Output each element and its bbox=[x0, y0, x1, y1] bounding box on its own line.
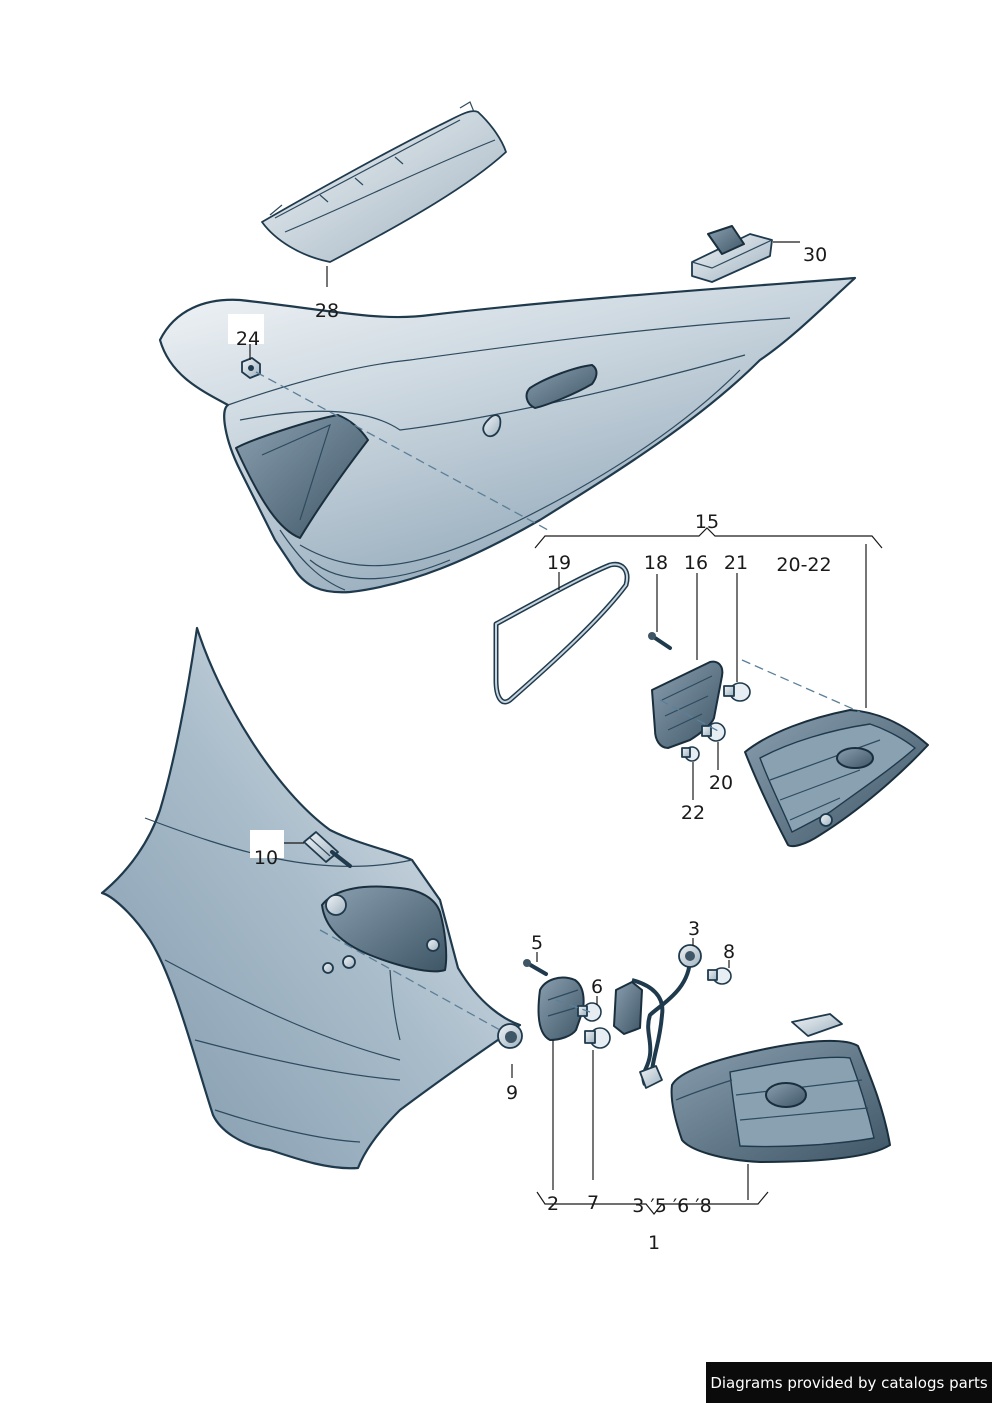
part-24-nut bbox=[241, 357, 261, 379]
callout-7: 7 bbox=[587, 1192, 599, 1214]
callout-1: 1 bbox=[648, 1232, 660, 1254]
part-10-plug bbox=[303, 831, 352, 868]
trunk-lid bbox=[158, 276, 857, 594]
bulb-20 bbox=[701, 722, 726, 742]
part-19-gasket bbox=[493, 561, 630, 705]
rear-quarter-panel bbox=[100, 626, 522, 1170]
part-18-screw bbox=[648, 632, 672, 650]
callout-22: 22 bbox=[681, 802, 705, 824]
callout-3-5-6-8: 3 ′5 ′6 ′8 bbox=[632, 1195, 711, 1217]
bulb-22 bbox=[681, 746, 700, 762]
callout-15: 15 bbox=[695, 511, 719, 533]
callout-labels: 28 30 24 15 19 18 16 21 20-22 20 22 10 5… bbox=[236, 244, 832, 1254]
callout-24: 24 bbox=[236, 328, 260, 350]
callout-16: 16 bbox=[684, 552, 708, 574]
callout-5: 5 bbox=[531, 932, 543, 954]
part-2-bulb-carrier bbox=[537, 976, 585, 1041]
callout-28: 28 bbox=[315, 300, 339, 322]
assembly-lines bbox=[255, 371, 861, 1031]
callout-30: 30 bbox=[803, 244, 827, 266]
callout-19: 19 bbox=[547, 552, 571, 574]
callout-8: 8 bbox=[723, 941, 735, 963]
callout-20: 20 bbox=[709, 772, 733, 794]
leader-lines bbox=[249, 241, 883, 1215]
bulb-7 bbox=[584, 1027, 611, 1049]
bulb-8 bbox=[707, 967, 732, 985]
label-bg-24 bbox=[228, 314, 264, 344]
bulb-21 bbox=[723, 682, 751, 702]
part-9-grommet bbox=[497, 1023, 523, 1049]
callout-10: 10 bbox=[254, 847, 278, 869]
part-28-brake-light bbox=[261, 101, 507, 263]
callout-6: 6 bbox=[591, 976, 603, 998]
part-1-outer-tail-lamp bbox=[670, 1013, 891, 1163]
callout-18: 18 bbox=[644, 552, 668, 574]
part-15-inner-tail-lamp bbox=[744, 709, 929, 848]
callout-21: 21 bbox=[724, 552, 748, 574]
part-5-screw bbox=[523, 959, 548, 976]
footer-badge: Diagrams provided by catalogs parts bbox=[706, 1362, 992, 1403]
footer-text: Diagrams provided by catalogs parts bbox=[710, 1373, 988, 1392]
bulb-6 bbox=[577, 1002, 602, 1022]
callout-2: 2 bbox=[547, 1193, 559, 1215]
callout-9: 9 bbox=[506, 1082, 518, 1104]
part-3-wiring-harness bbox=[613, 944, 702, 1089]
callout-3: 3 bbox=[688, 918, 700, 940]
part-30-licence-lamp bbox=[691, 225, 773, 283]
label-bg-10 bbox=[250, 830, 284, 858]
callout-20-22: 20-22 bbox=[776, 554, 831, 576]
